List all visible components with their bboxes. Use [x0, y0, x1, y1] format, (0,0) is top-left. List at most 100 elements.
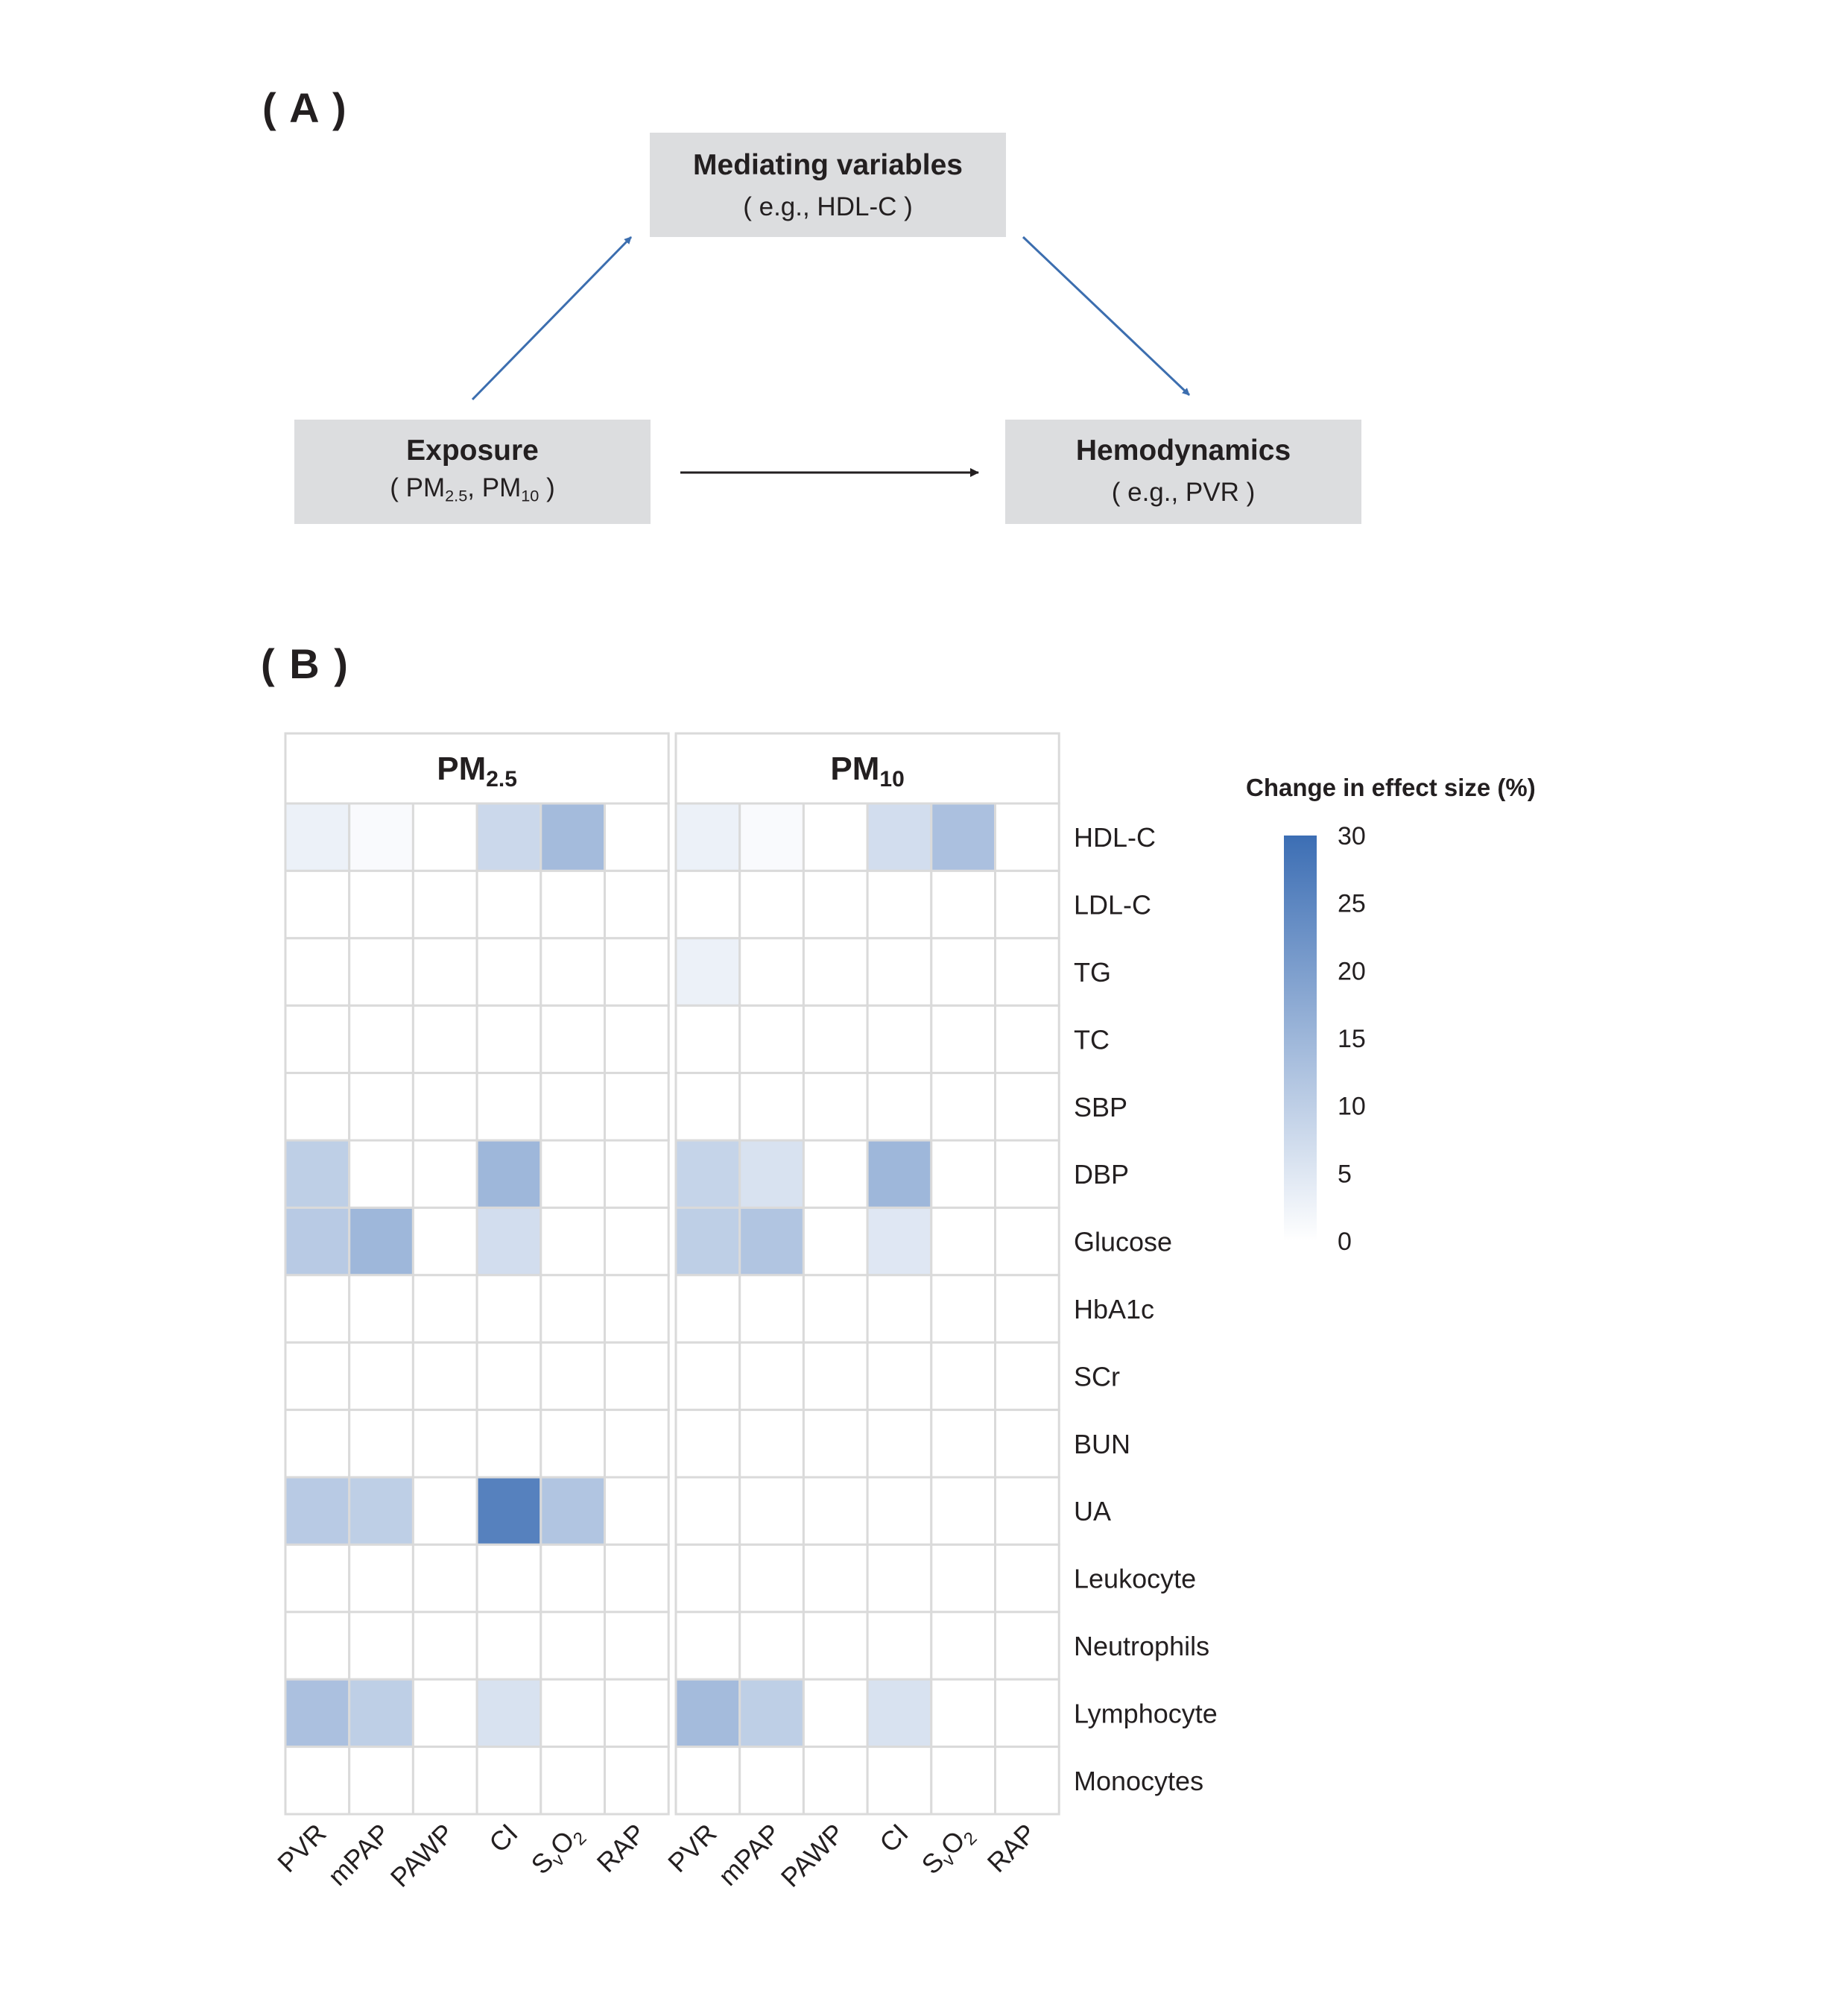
y-tick-label: Monocytes	[1074, 1766, 1203, 1796]
heatmap-cell	[348, 1341, 414, 1412]
heatmap-cell	[994, 869, 1060, 940]
exposure-subtitle: ( PM2.5, PM10 )	[390, 473, 555, 505]
heatmap-cell	[866, 869, 933, 940]
heatmap-cell	[411, 869, 478, 940]
heatmap-cell	[604, 1341, 670, 1412]
x-tick-label: RAP	[591, 1818, 651, 1878]
heatmap-cell	[539, 1072, 606, 1142]
heatmap-cell	[411, 1543, 478, 1614]
heatmap-cell	[674, 937, 741, 1007]
heatmap-cell	[994, 1139, 1060, 1209]
heatmap-cell	[284, 869, 351, 940]
heatmap-cell	[284, 1611, 351, 1681]
heatmap-cell	[930, 1274, 997, 1344]
heatmap-cell	[802, 1274, 869, 1344]
heatmap-cell	[930, 1409, 997, 1479]
heatmap-cell	[866, 1409, 933, 1479]
heatmap-cell	[604, 1611, 670, 1681]
heatmap-cell	[604, 1139, 670, 1209]
heatmap-cell	[802, 1543, 869, 1614]
heatmap-cell	[738, 1409, 805, 1479]
legend-tick-label: 0	[1338, 1228, 1352, 1256]
legend-tick-label: 30	[1338, 822, 1366, 850]
heatmap-cell	[475, 1341, 542, 1412]
hemodynamics-title: Hemodynamics	[1075, 435, 1291, 467]
heatmap-cell	[604, 1206, 670, 1277]
heatmap-cell	[930, 869, 997, 940]
heatmap-cell	[539, 1206, 606, 1277]
heatmap-cell	[802, 802, 869, 872]
heatmap-cell	[475, 1206, 542, 1277]
heatmap-cell	[411, 1206, 478, 1277]
heatmap-cell	[284, 1206, 351, 1277]
legend-tick-label: 15	[1338, 1025, 1366, 1053]
heatmap-cell	[930, 802, 997, 872]
heatmap-cell	[674, 1746, 741, 1816]
heatmap-cell	[539, 937, 606, 1007]
heatmap-cell	[348, 1746, 414, 1816]
heatmap-cell	[674, 1409, 741, 1479]
panel-a-label: ( A )	[262, 84, 348, 131]
heatmap-cell	[930, 1072, 997, 1142]
x-tick-label: mPAP	[712, 1818, 786, 1892]
heatmap-cell	[539, 1476, 606, 1546]
heatmap-cell	[866, 1611, 933, 1681]
heatmap-cell	[802, 869, 869, 940]
heatmap-cell	[475, 1409, 542, 1479]
heatmap-cell	[866, 1274, 933, 1344]
heatmap-cell	[348, 1678, 414, 1749]
heatmap-cell	[475, 869, 542, 940]
heatmap-cell	[930, 1678, 997, 1749]
y-tick-label: DBP	[1074, 1159, 1129, 1190]
heatmap-cell	[802, 1476, 869, 1546]
x-tick-label: SvO2	[916, 1818, 981, 1883]
heatmap-cell	[738, 1004, 805, 1075]
heatmap-cell	[994, 1409, 1060, 1479]
facet-header	[674, 732, 1060, 805]
heatmap-cell	[866, 1746, 933, 1816]
heatmap-cell	[738, 1746, 805, 1816]
y-tick-label: Lymphocyte	[1074, 1698, 1218, 1728]
heatmap-cell	[539, 1004, 606, 1075]
heatmap-cell	[738, 1678, 805, 1749]
heatmap-cell	[994, 1004, 1060, 1075]
heatmap-cell	[411, 1409, 478, 1479]
heatmap-cell	[930, 1746, 997, 1816]
heatmap-cell	[284, 1139, 351, 1209]
heatmap-cell	[475, 1139, 542, 1209]
legend-tick-label: 25	[1338, 890, 1366, 918]
legend-tick-label: 10	[1338, 1093, 1366, 1121]
y-tick-label: Leukocyte	[1074, 1564, 1196, 1594]
heatmap-cell	[674, 1274, 741, 1344]
legend-tick-label: 5	[1338, 1160, 1352, 1188]
heatmap-cell	[866, 1004, 933, 1075]
heatmap-cell	[475, 1543, 542, 1614]
y-tick-label: Neutrophils	[1074, 1631, 1209, 1661]
heatmap-cell	[539, 869, 606, 940]
heatmap-cell	[674, 802, 741, 872]
facet-header	[284, 732, 670, 805]
heatmap-cell	[802, 1611, 869, 1681]
y-tick-label: Glucose	[1074, 1227, 1172, 1257]
heatmap-cell	[411, 802, 478, 872]
x-tick-label: RAP	[981, 1818, 1042, 1878]
y-tick-label: HbA1c	[1074, 1294, 1154, 1324]
heatmap-cell	[284, 1341, 351, 1412]
heatmap-cell	[604, 1409, 670, 1479]
heatmap-cell	[284, 1746, 351, 1816]
heatmap-cell	[604, 869, 670, 940]
heatmap-cell	[284, 1274, 351, 1344]
heatmap-cell	[674, 1206, 741, 1277]
heatmap-cell	[738, 1476, 805, 1546]
heatmap-cell	[994, 1206, 1060, 1277]
heatmap-cell	[930, 1341, 997, 1412]
legend-colorbar	[1284, 836, 1317, 1241]
heatmap-cell	[475, 1072, 542, 1142]
heatmap-cell	[604, 1746, 670, 1816]
hemodynamics-subtitle: ( e.g., PVR )	[1111, 478, 1256, 507]
heatmap-cell	[994, 1543, 1060, 1614]
heatmap-cell	[411, 1072, 478, 1142]
y-tick-label: TG	[1074, 957, 1111, 988]
